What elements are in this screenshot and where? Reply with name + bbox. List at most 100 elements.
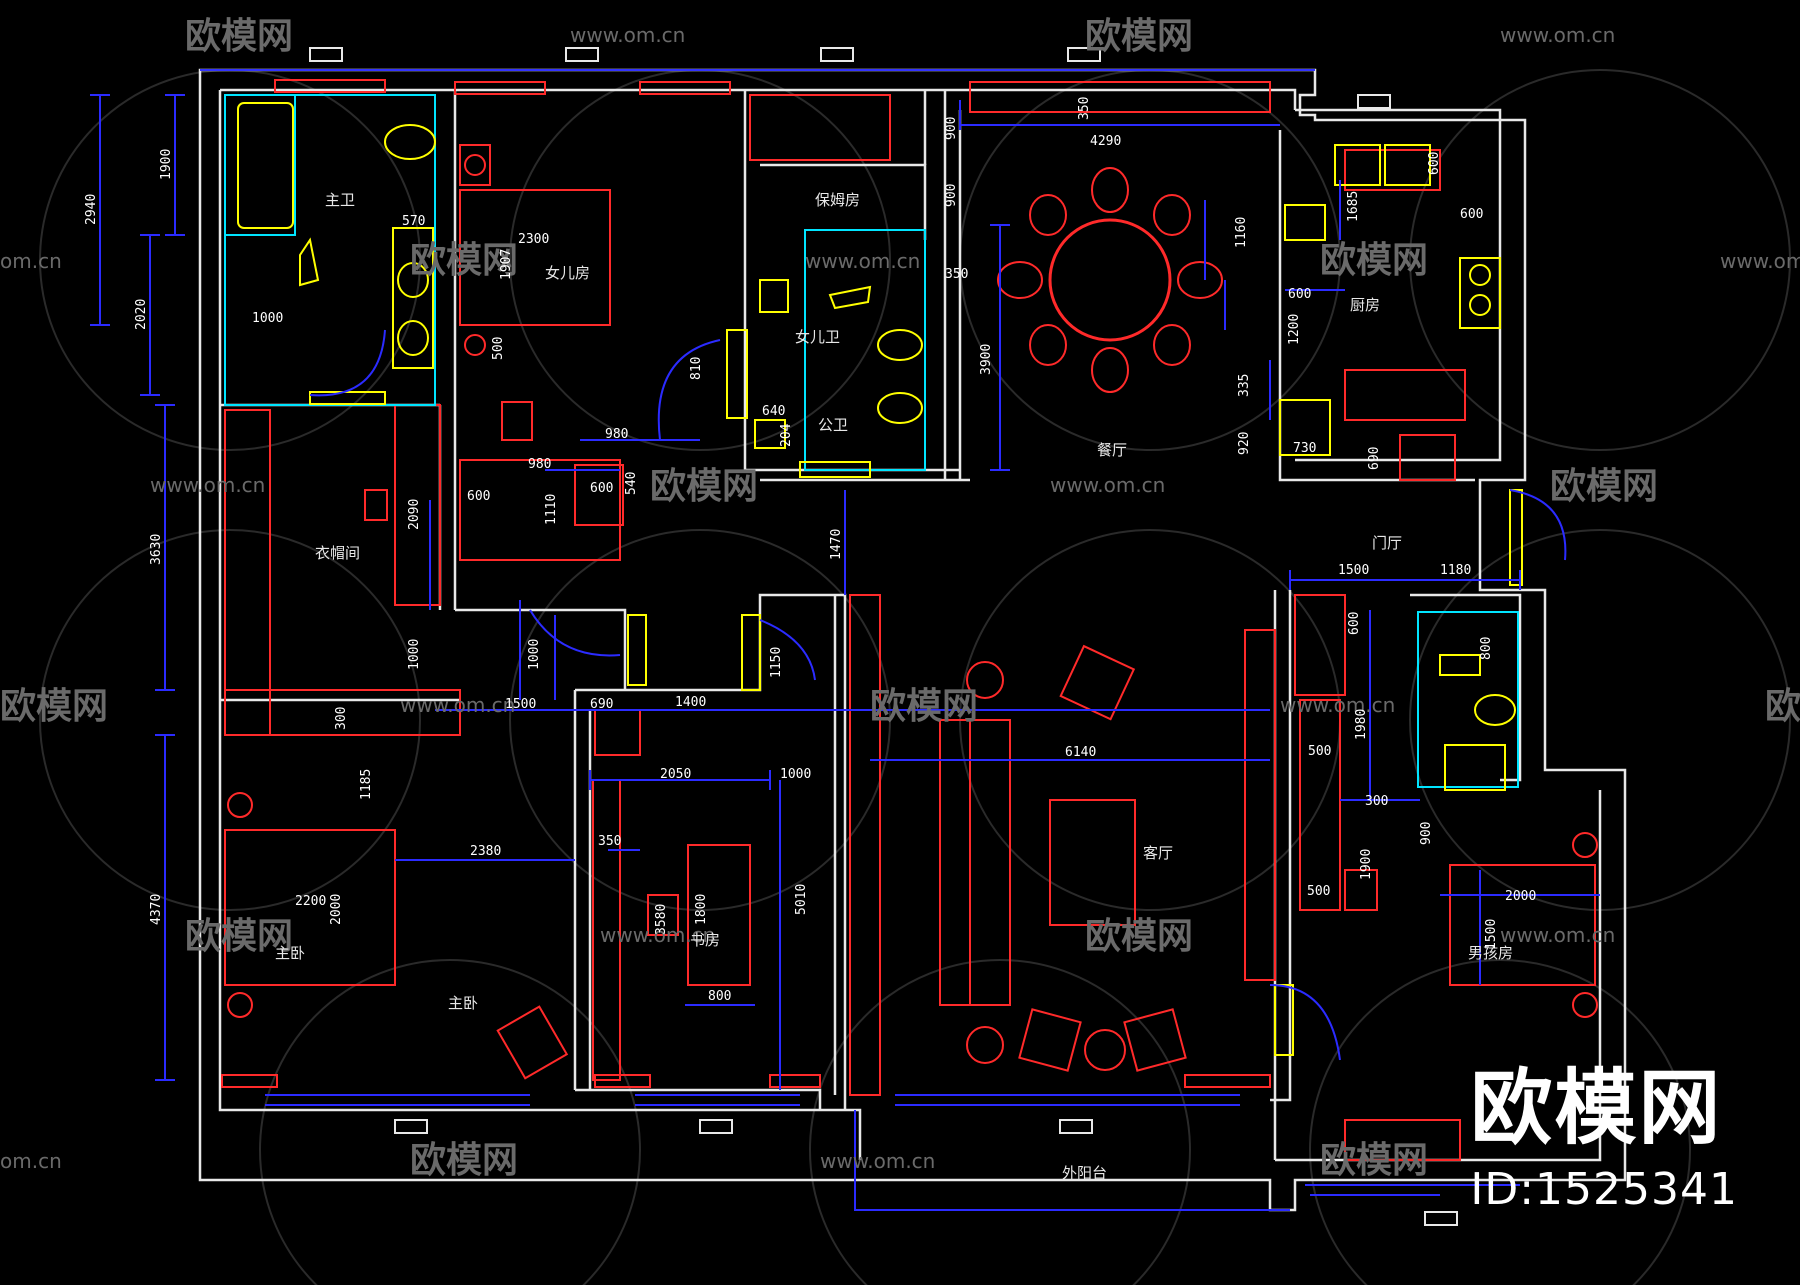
dimension-lines <box>90 69 1600 1211</box>
dim: 730 <box>1293 441 1316 456</box>
watermark-brand: 欧模网 <box>185 16 293 57</box>
watermark-brand: 欧模网 <box>1765 686 1800 727</box>
dim: 640 <box>762 404 785 419</box>
dimension-values: 2940 1900 2020 3630 4370 570 1000 2300 1… <box>84 97 1536 1004</box>
dim: 4290 <box>1090 134 1121 149</box>
window-markers <box>309 47 1458 1226</box>
watermark-url: www.om.cn <box>600 923 715 947</box>
watermark-url: www.om.cn <box>1280 693 1395 717</box>
watermark-url: www.om.cn <box>570 23 685 47</box>
dim: 350 <box>598 834 621 849</box>
dim: 1000 <box>780 767 811 782</box>
watermark-brand: 欧模网 <box>410 240 518 281</box>
watermark-url: www.om.cn <box>820 1149 935 1173</box>
bath-outlines <box>224 94 1519 788</box>
furniture <box>221 79 1598 1161</box>
watermark-brand: 欧模网 <box>1320 1140 1428 1181</box>
dim: 900 <box>944 184 959 207</box>
label-nanny-room: 保姆房 <box>815 191 860 209</box>
dim: 900 <box>1419 822 1434 845</box>
label-daughter-room: 女儿房 <box>545 264 590 282</box>
dim: 1500 <box>505 697 536 712</box>
dim: 1000 <box>527 639 542 670</box>
dim: 4370 <box>149 894 164 925</box>
label-master-bed-a: 主卧 <box>275 944 305 962</box>
dim: 810 <box>689 357 704 380</box>
label-master-bed-b: 主卧 <box>448 994 478 1012</box>
watermark-url: www.om.cn <box>1500 23 1615 47</box>
label-foyer: 门厅 <box>1372 534 1402 552</box>
label-master-bath: 主卫 <box>325 191 355 209</box>
dim: 600 <box>1427 152 1442 175</box>
dim: 1980 <box>1354 709 1369 740</box>
dim: 2050 <box>660 767 691 782</box>
dim: 1200 <box>1287 314 1302 345</box>
dim: 1400 <box>675 695 706 710</box>
dim: 2000 <box>329 894 344 925</box>
watermark-url-short: om.cn <box>0 1149 62 1173</box>
dim: 980 <box>605 427 628 442</box>
watermark-brand: 欧模网 <box>650 466 758 507</box>
dim: 3630 <box>149 534 164 565</box>
brand-id: ID:1525341 <box>1470 1164 1738 1215</box>
dim: 2090 <box>407 499 422 530</box>
dim: 204 <box>779 423 794 447</box>
dim: 1500 <box>1484 919 1499 950</box>
dim: 2300 <box>518 232 549 247</box>
dim: 1900 <box>1359 849 1374 880</box>
dim: 690 <box>590 697 613 712</box>
label-dining: 餐厅 <box>1097 441 1127 459</box>
dim: 1000 <box>252 311 283 326</box>
dim: 600 <box>590 481 613 496</box>
dim: 1000 <box>407 639 422 670</box>
dim: 2940 <box>84 194 99 225</box>
dim: 2000 <box>1505 889 1536 904</box>
label-balcony: 外阳台 <box>1062 1164 1107 1182</box>
dim: 1500 <box>1338 563 1369 578</box>
watermark-url: www.om.cn <box>150 473 265 497</box>
brand-name: 欧模网 <box>1470 1061 1723 1156</box>
dim: 1470 <box>829 529 844 560</box>
dim: 1185 <box>359 769 374 800</box>
watermark-url: www.om.cn <box>1050 473 1165 497</box>
label-closet: 衣帽间 <box>315 544 360 562</box>
dim: 900 <box>944 117 959 140</box>
dim: 600 <box>1347 612 1362 635</box>
label-boy-room: 男孩房 <box>1468 944 1513 962</box>
dim: 350 <box>945 267 968 282</box>
dim: 540 <box>624 472 639 495</box>
dim: 3580 <box>654 904 669 935</box>
room-labels: 主卫 女儿房 保姆房 女儿卫 公卫 餐厅 厨房 门厅 衣帽间 书房 客厅 主卧 … <box>275 191 1513 1182</box>
watermark-url-short: om.cn <box>0 249 62 273</box>
dim: 350 <box>1077 97 1092 120</box>
dim: 600 <box>1460 207 1483 222</box>
dim: 570 <box>402 214 425 229</box>
label-daughter-bath: 女儿卫 <box>795 328 840 346</box>
dim: 3900 <box>979 344 994 375</box>
dim: 1900 <box>159 149 174 180</box>
dim: 5010 <box>794 884 809 915</box>
label-living: 客厅 <box>1143 844 1173 862</box>
dim: 980 <box>528 457 551 472</box>
watermarks: 欧模网 www.om.cn 欧模网 www.om.cn om.cn 欧模网 ww… <box>0 16 1800 1181</box>
dim: 1110 <box>544 494 559 525</box>
watermark-url: www.om.cn <box>400 693 515 717</box>
watermark-url: www.om.cn <box>1720 249 1800 273</box>
dim: 2020 <box>134 299 149 330</box>
watermark-brand: 欧模网 <box>1085 16 1193 57</box>
dim: 600 <box>467 489 490 504</box>
label-kitchen: 厨房 <box>1350 296 1380 314</box>
watermark-brand: 欧模网 <box>1550 466 1658 507</box>
dim: 6140 <box>1065 745 1096 760</box>
dim: 300 <box>1365 794 1388 809</box>
dim: 1800 <box>694 894 709 925</box>
dim: 690 <box>1367 447 1382 470</box>
dim: 1907 <box>499 249 514 280</box>
watermark-brand: 欧模网 <box>0 686 108 727</box>
dim: 920 <box>1237 432 1252 455</box>
dim: 800 <box>1479 637 1494 660</box>
dim: 500 <box>1307 884 1330 899</box>
watermark-brand: 欧模网 <box>410 1140 518 1181</box>
watermark-brand: 欧模网 <box>870 686 978 727</box>
